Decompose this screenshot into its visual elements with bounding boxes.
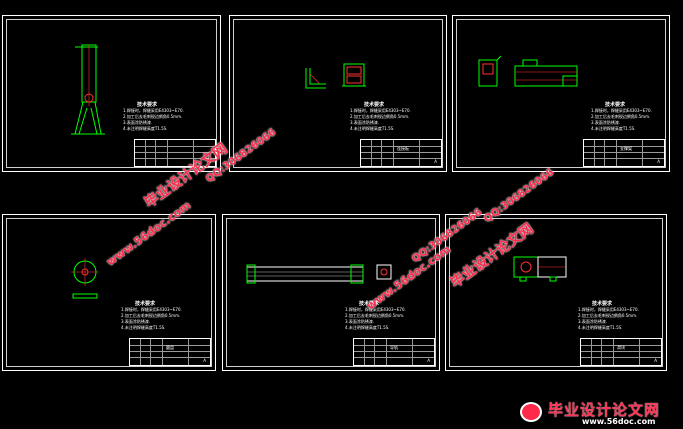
note-line: 1.焊接时，焊缝采用E4303~E70. xyxy=(121,307,182,312)
note-line: 4.未注明焊缝高度T1.5S. xyxy=(345,325,390,330)
drawing-angle-plate xyxy=(305,63,366,89)
drawing-sheet-3[interactable]: 技术要求 1.焊接时，焊缝采用E4303~E70. 2.加工后去毛刺锐边倒角0.… xyxy=(452,15,670,172)
title-block-size: A xyxy=(203,358,206,363)
note-line: 4.未注明焊缝高度T1.5S. xyxy=(350,126,395,131)
note-line: 3.表面涂防锈漆. xyxy=(591,120,621,125)
note-line: 1.焊接时，焊缝采用E4303~E70. xyxy=(345,307,406,312)
title-block-size: A xyxy=(657,159,660,164)
note-line: 3.表面涂防锈漆. xyxy=(121,319,151,324)
note-line: 2.加工后去毛刺锐边倒角0.5mm. xyxy=(350,114,410,119)
title-block: 圆盘 A xyxy=(129,338,211,366)
notes-title: 技术要求 xyxy=(364,102,385,108)
sheet-border xyxy=(6,19,217,168)
note-line: 2.加工后去毛刺锐边倒角0.5mm. xyxy=(345,313,405,318)
drawing-clamp-arm xyxy=(71,44,105,135)
sheet-border xyxy=(226,218,436,367)
notes-title: 技术要求 xyxy=(592,301,613,307)
note-line: 4.未注明焊缝高度T1.5S. xyxy=(591,126,636,131)
drawing-sheet-6[interactable]: 技术要求 1.焊接时，焊缝采用E4303~E70. 2.加工后去毛刺锐边倒角0.… xyxy=(445,214,667,371)
technical-notes: 技术要求 1.焊接时，焊缝采用E4303~E70. 2.加工后去毛刺锐边倒角0.… xyxy=(121,301,182,331)
notes-title: 技术要求 xyxy=(605,102,626,108)
note-line: 1.焊接时，焊缝采用E4303~E70. xyxy=(591,108,652,113)
title-block-size: A xyxy=(208,159,211,164)
technical-notes: 技术要求 1.焊接时，焊缝采用E4303~E70. 2.加工后去毛刺锐边倒角0.… xyxy=(123,102,184,132)
sheet-border xyxy=(6,218,212,367)
note-line: 1.焊接时，焊缝采用E4303~E70. xyxy=(350,108,411,113)
note-line: 3.表面涂防锈漆. xyxy=(123,120,153,125)
logo-url: www.56doc.com xyxy=(582,417,656,426)
logo-icon xyxy=(520,402,542,422)
title-block: 滑块 A xyxy=(580,338,662,366)
drawing-sheet-4[interactable]: 技术要求 1.焊接时，焊缝采用E4303~E70. 2.加工后去毛刺锐边倒角0.… xyxy=(2,214,216,371)
title-block-size: A xyxy=(427,358,430,363)
technical-notes: 技术要求 1.焊接时，焊缝采用E4303~E70. 2.加工后去毛刺锐边倒角0.… xyxy=(350,102,411,132)
title-block-name: 圆盘 xyxy=(166,345,174,350)
note-line: 3.表面涂防锈漆. xyxy=(345,319,375,324)
drawing-rail xyxy=(246,264,392,284)
sheet-border xyxy=(233,19,443,168)
note-line: 1.焊接时，焊缝采用E4303~E70. xyxy=(578,307,639,312)
sheet-border xyxy=(449,218,663,367)
title-block: A xyxy=(134,139,216,167)
title-block: 连接板 A xyxy=(360,139,442,167)
drawing-support-frame xyxy=(478,55,578,87)
drawing-slider xyxy=(513,256,567,282)
drawing-sheet-2[interactable]: 技术要求 1.焊接时，焊缝采用E4303~E70. 2.加工后去毛刺锐边倒角0.… xyxy=(229,15,447,172)
technical-notes: 技术要求 1.焊接时，焊缝采用E4303~E70. 2.加工后去毛刺锐边倒角0.… xyxy=(345,301,406,331)
title-block-name: 支撑架 xyxy=(620,146,632,151)
site-logo[interactable]: 毕业设计论文网 www.56doc.com xyxy=(518,396,683,429)
note-line: 3.表面涂防锈漆. xyxy=(350,120,380,125)
title-block: 导轨 A xyxy=(353,338,435,366)
title-block-name: 连接板 xyxy=(397,146,409,151)
note-line: 3.表面涂防锈漆. xyxy=(578,319,608,324)
notes-title: 技术要求 xyxy=(359,301,380,307)
title-block-size: A xyxy=(434,159,437,164)
title-block: 支撑架 A xyxy=(583,139,665,167)
note-line: 2.加工后去毛刺锐边倒角0.5mm. xyxy=(578,313,638,318)
notes-title: 技术要求 xyxy=(137,102,158,108)
note-line: 2.加工后去毛刺锐边倒角0.5mm. xyxy=(591,114,651,119)
technical-notes: 技术要求 1.焊接时，焊缝采用E4303~E70. 2.加工后去毛刺锐边倒角0.… xyxy=(591,102,652,132)
note-line: 4.未注明焊缝高度T1.5S. xyxy=(123,126,168,131)
note-line: 2.加工后去毛刺锐边倒角0.5mm. xyxy=(121,313,181,318)
drawing-sheet-1[interactable]: 技术要求 1.焊接时，焊缝采用E4303~E70. 2.加工后去毛刺锐边倒角0.… xyxy=(2,15,221,172)
technical-notes: 技术要求 1.焊接时，焊缝采用E4303~E70. 2.加工后去毛刺锐边倒角0.… xyxy=(578,301,639,331)
drawing-disc xyxy=(71,258,99,299)
notes-title: 技术要求 xyxy=(135,301,156,307)
title-block-name: 滑块 xyxy=(617,345,625,350)
note-line: 2.加工后去毛刺锐边倒角0.5mm. xyxy=(123,114,183,119)
drawing-sheet-5[interactable]: 技术要求 1.焊接时，焊缝采用E4303~E70. 2.加工后去毛刺锐边倒角0.… xyxy=(222,214,440,371)
note-line: 4.未注明焊缝高度T1.5S. xyxy=(578,325,623,330)
logo-text: 毕业设计论文网 xyxy=(548,401,661,419)
sheet-border xyxy=(456,19,666,168)
note-line: 4.未注明焊缝高度T1.5S. xyxy=(121,325,166,330)
note-line: 1.焊接时，焊缝采用E4303~E70. xyxy=(123,108,184,113)
title-block-name: 导轨 xyxy=(390,345,398,350)
title-block-size: A xyxy=(654,358,657,363)
